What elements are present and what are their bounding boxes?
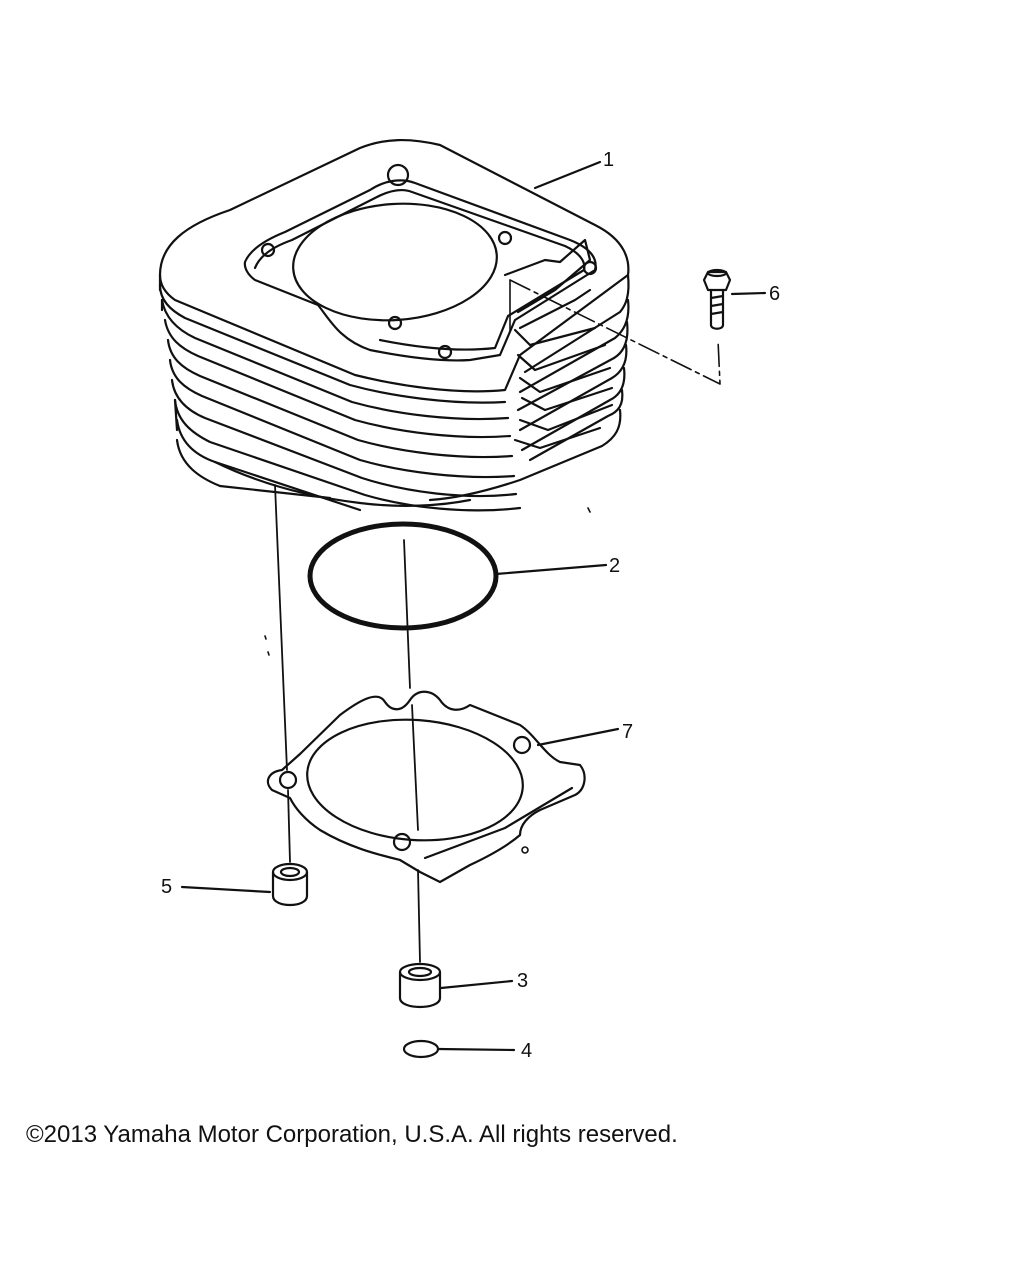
leader-line-2 <box>494 563 608 576</box>
callout-1: 1 <box>603 149 614 171</box>
dowel-pin-3 <box>398 962 442 1009</box>
cylinder-block <box>158 139 630 512</box>
callout-2: 2 <box>609 555 620 577</box>
callout-4: 4 <box>521 1040 532 1062</box>
bolt <box>702 268 732 330</box>
callout-5: 5 <box>161 876 172 898</box>
leader-line-3 <box>439 979 514 990</box>
dowel-pin-5 <box>271 862 309 907</box>
copyright-notice: ©2013 Yamaha Motor Corporation, U.S.A. A… <box>26 1121 678 1148</box>
leader-line-1 <box>533 160 602 190</box>
o-ring <box>307 521 499 631</box>
parts-diagram: 1 2 3 4 5 6 7 <box>158 139 780 1062</box>
alignment-line-center <box>403 539 421 963</box>
callout-3: 3 <box>517 970 528 992</box>
small-o-ring <box>402 1039 440 1059</box>
leader-line-5 <box>180 885 272 894</box>
leader-line-4 <box>436 1047 516 1052</box>
callout-6: 6 <box>769 283 780 305</box>
callout-7: 7 <box>622 721 633 743</box>
alignment-line-left <box>274 484 291 863</box>
bolt-locating-line <box>509 279 721 385</box>
leader-line-6 <box>730 291 767 296</box>
base-gasket <box>266 690 586 884</box>
leader-line-7 <box>536 727 620 747</box>
